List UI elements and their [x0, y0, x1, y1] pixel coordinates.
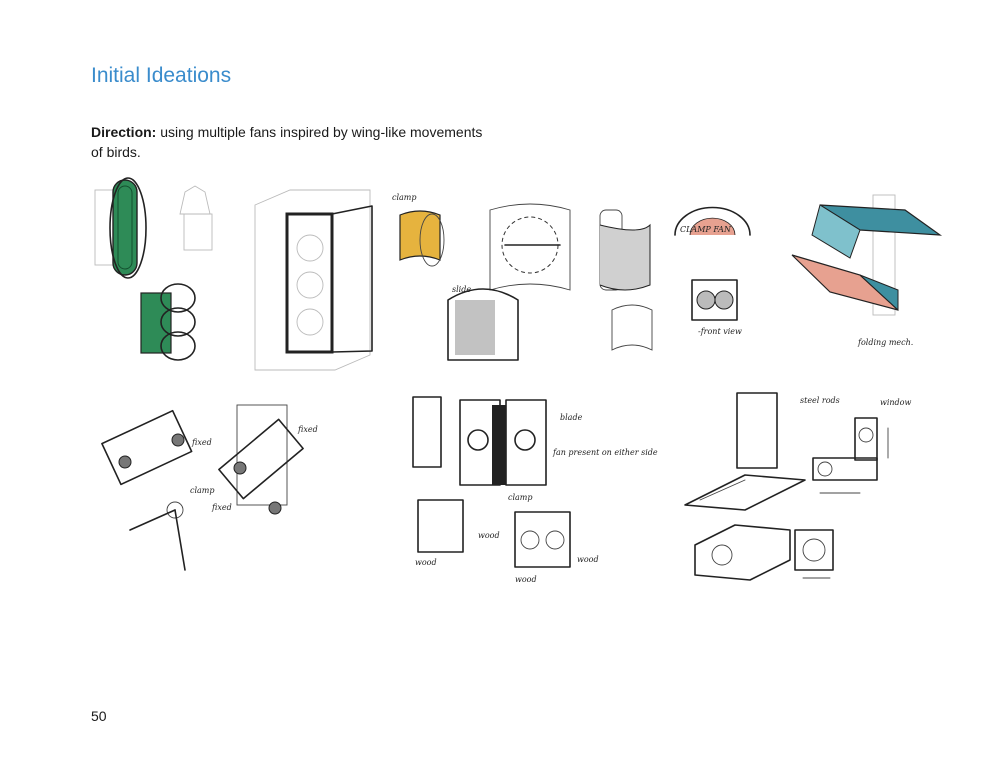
sketch-door-box	[254, 189, 373, 371]
annotation-fixed-1: fixed	[191, 438, 212, 447]
direction-label: Direction:	[91, 124, 157, 140]
annotation-fixed-3: fixed	[211, 503, 232, 512]
sketch-folding-boxes: folding mech.	[791, 194, 943, 347]
annotation-clamp: clamp	[392, 193, 417, 202]
annotation-slide: slide	[452, 285, 471, 294]
annotation-wood-3: wood	[577, 555, 599, 564]
annotation-clamp-3: clamp	[508, 493, 533, 502]
direction-text: using multiple fans inspired by wing-lik…	[91, 124, 483, 160]
annotation-fixed-2: fixed	[297, 425, 318, 434]
annotation-clamp-2: clamp	[190, 486, 215, 495]
sketch-steel-rods: steel rods window	[684, 392, 911, 581]
sketch-green-capsule	[94, 177, 213, 361]
annotation-wood-2: wood	[415, 558, 437, 567]
sketch-rotating-arms: fixed fixed clamp fixed	[101, 404, 318, 571]
sketch-cylinder-clamp: CLAMP FAN -front view	[599, 206, 751, 351]
annotation-fan-present: fan present on either side	[552, 448, 658, 457]
annotation-blade: blade	[560, 413, 583, 422]
page-title: Initial Ideations	[91, 64, 232, 87]
sketch-blade-panels: blade fan present on either side clamp w…	[412, 396, 658, 584]
annotation-folding-mech: folding mech.	[857, 338, 913, 347]
annotation-wood-4: wood	[515, 575, 537, 584]
page-number: 50	[91, 708, 107, 724]
annotation-wood-1: wood	[478, 531, 500, 540]
sketch-clamp-slide: clamp slide	[392, 193, 571, 361]
direction-paragraph: Direction: using multiple fans inspired …	[91, 122, 491, 162]
annotation-front-view: -front view	[698, 327, 742, 336]
annotation-clamp-fan: CLAMP FAN	[680, 225, 732, 234]
annotation-window: window	[880, 398, 911, 407]
annotation-steel-rods: steel rods	[800, 396, 840, 405]
